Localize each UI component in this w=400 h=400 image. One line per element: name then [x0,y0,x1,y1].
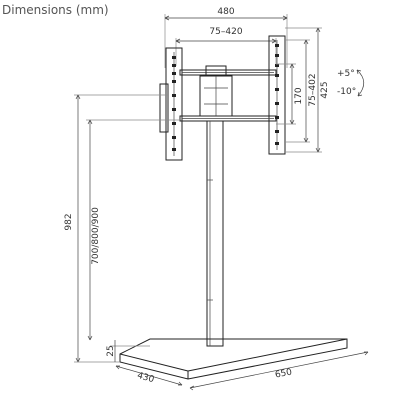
dimension-vesa-height: 75–402 [308,73,318,106]
mounting-bracket [159,35,286,161]
base-dimensions: 430 650 [115,351,369,391]
top-width-dimensions: 480 75–420 [164,7,288,68]
base-plate [119,338,348,380]
page-title: Dimensions (mm) [2,3,109,17]
dimension-overall-height: 982 [64,213,74,230]
side-vertical-dimensions: 425 75–402 170 [276,27,330,153]
tilt-down: -10° [337,87,356,97]
dimension-base-width: 650 [274,367,293,380]
tilt-indicator: +5° -10° [337,69,365,97]
dimension-base-thickness: 25 [106,345,116,356]
dimension-screen-center-height: 700/800/900 [91,207,101,265]
dimension-width-480: 480 [217,7,234,17]
dimension-170: 170 [294,87,304,104]
dimension-base-depth: 430 [136,371,156,385]
tilt-up: +5° [337,69,355,79]
dimension-vesa-width: 75–420 [209,27,242,37]
dimension-bracket-height-425: 425 [320,81,330,98]
column [206,120,224,347]
left-height-dimensions: 982 700/800/900 25 [64,94,180,363]
